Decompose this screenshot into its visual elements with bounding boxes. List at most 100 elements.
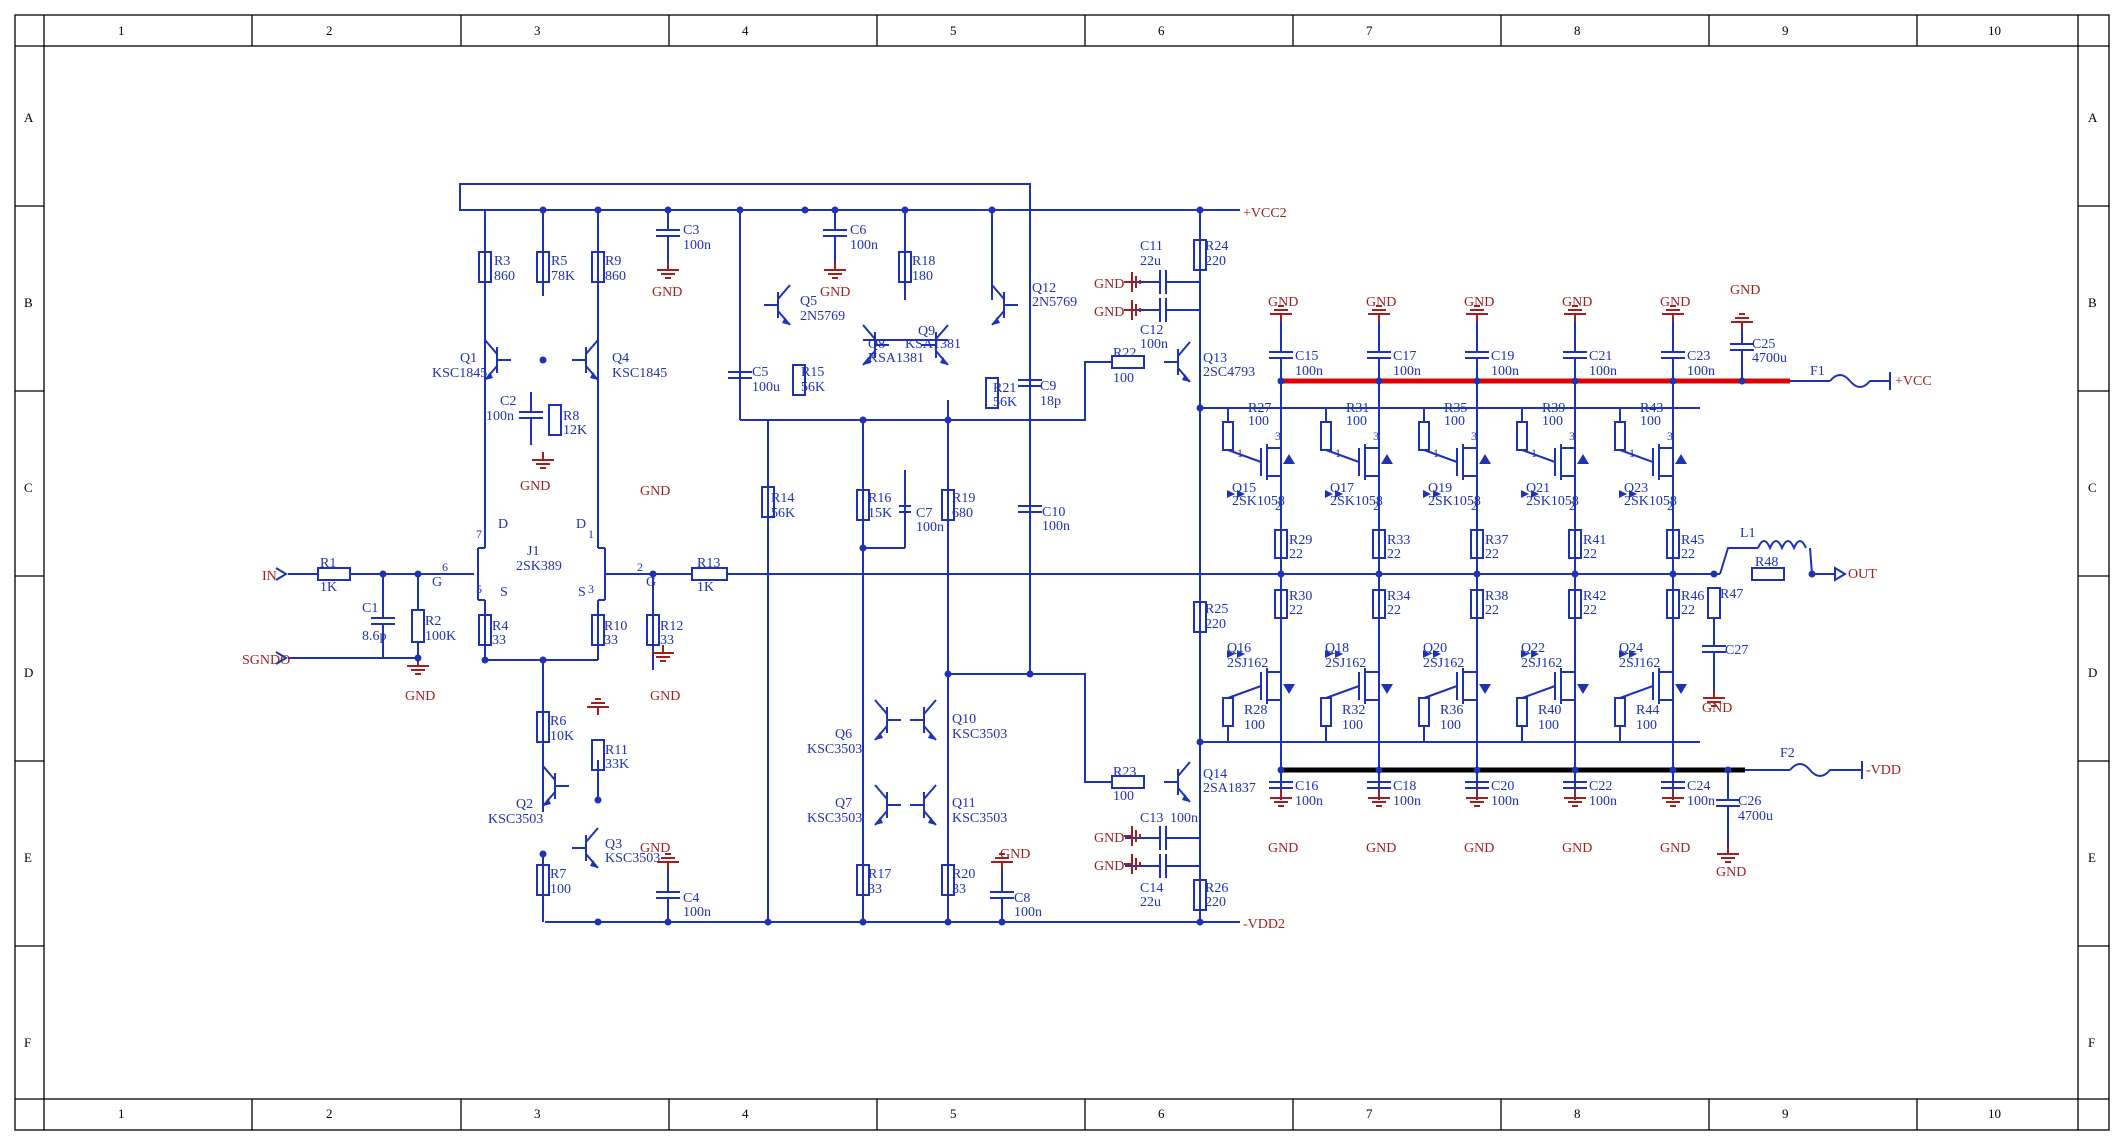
- junction-dot: [414, 570, 422, 578]
- capacitor-c7: [863, 470, 911, 549]
- val-q10: KSC3503: [952, 727, 1007, 742]
- val-c25: 4700u: [1752, 351, 1787, 366]
- output-stage-label: Q19: [1428, 481, 1452, 496]
- junction-dot: [1724, 766, 1732, 774]
- resistor-r17: [856, 864, 870, 896]
- val-r21: 56K: [993, 395, 1017, 410]
- col-label-bottom: 2: [326, 1106, 333, 1121]
- body-diode: [1479, 684, 1491, 694]
- ref-r11: R11: [605, 743, 628, 758]
- ref-r16: R16: [868, 491, 891, 506]
- val-r12: 33: [660, 633, 674, 648]
- resistor-r3: [478, 251, 492, 283]
- pin-number: 3: [1275, 429, 1281, 443]
- resistor-gate-lower: [1222, 697, 1234, 727]
- val-c6: 100n: [850, 238, 878, 253]
- output-stage-label: Q16: [1227, 641, 1251, 656]
- ref-c14: C14: [1140, 881, 1163, 896]
- bjt-arrow: [1182, 374, 1190, 382]
- ref-c7: C7: [916, 506, 932, 521]
- gnd-label: GND: [640, 484, 670, 499]
- net-vcc2: +VCC2: [1243, 206, 1287, 221]
- col-label-bottom: 3: [534, 1106, 541, 1121]
- junction-dot: [1710, 570, 1718, 578]
- gnd-label: GND: [405, 689, 435, 704]
- capacitor-c4: [656, 870, 680, 922]
- gnd-label: GND: [1094, 277, 1124, 292]
- resistor-r9: [591, 251, 605, 283]
- resistor-r1: [317, 567, 351, 581]
- resistor-r4: [478, 614, 492, 646]
- junction-dot: [944, 918, 952, 926]
- output-stage-label: R29: [1289, 533, 1312, 548]
- zener-pair: [1423, 490, 1441, 498]
- bjt-q14: [1164, 761, 1191, 803]
- output-stage-label: 2SJ162: [1325, 656, 1366, 671]
- resistor-r16: [856, 489, 870, 521]
- gnd-label: GND: [520, 479, 550, 494]
- bjt-collector: [585, 827, 599, 843]
- val-r10: 33: [604, 633, 618, 648]
- val-c10: 100n: [1042, 519, 1070, 534]
- val-q14: 2SA1837: [1203, 781, 1256, 796]
- output-stage-label: R35: [1444, 401, 1467, 416]
- ref-c5: C5: [752, 365, 768, 380]
- ref-c25: C25: [1752, 337, 1775, 352]
- output-stage-label: 100: [1636, 718, 1657, 733]
- ref-r14: R14: [771, 491, 794, 506]
- row-label-left: D: [24, 665, 33, 680]
- resistor-gate-lower: [1614, 697, 1626, 727]
- junction-dot: [1196, 918, 1204, 926]
- ref-q1: Q1: [460, 351, 477, 366]
- bjt-collector: [1177, 761, 1191, 777]
- ref-r2: R2: [425, 614, 441, 629]
- val-r24: 220: [1205, 254, 1226, 269]
- output-stage-label: 100: [1248, 414, 1269, 429]
- resistor-r25: [1193, 601, 1207, 633]
- capacitor-c27: [1702, 618, 1726, 690]
- pin-3: 3: [588, 582, 594, 596]
- output-stage-label: R46: [1681, 589, 1704, 604]
- resistor-gate-upper: [1418, 421, 1430, 451]
- zener-pair: [1521, 650, 1539, 658]
- pin-number: 1: [1531, 446, 1537, 460]
- junction-dot: [539, 356, 547, 364]
- resistor-source-upper: [1568, 529, 1582, 559]
- junction-dot: [1026, 670, 1034, 678]
- ref-r9: R9: [605, 254, 621, 269]
- val-c3: 100n: [683, 238, 711, 253]
- output-stage-label: 100: [1440, 718, 1461, 733]
- pin-number: 2: [1667, 499, 1673, 513]
- output-stage-label: 22: [1583, 603, 1597, 618]
- output-stage-label: 2SK1058: [1232, 494, 1285, 509]
- gate-lead: [1325, 685, 1360, 699]
- col-label-bottom: 1: [118, 1106, 125, 1121]
- val-q7: KSC3503: [807, 811, 862, 826]
- output-stage-label: 100n: [1491, 794, 1519, 809]
- pin-number: 2: [1471, 499, 1477, 513]
- ground-icon: [1563, 789, 1587, 807]
- resistor-r47: [1707, 587, 1721, 619]
- row-label-left: E: [24, 850, 32, 865]
- gnd-label: GND: [1268, 841, 1298, 856]
- zener-pair: [1325, 650, 1343, 658]
- pin-number: 2: [1275, 499, 1281, 513]
- output-stage-label: 100n: [1393, 794, 1421, 809]
- fuse-f1: [1829, 374, 1890, 388]
- resistor-r5: [536, 251, 550, 283]
- output-stage-label: R33: [1387, 533, 1410, 548]
- bjt-q3: [572, 827, 599, 869]
- ground-icon: [1661, 789, 1685, 807]
- inner-border: [43, 45, 2079, 1100]
- gate-lead: [1423, 685, 1458, 699]
- output-stage-label: 22: [1583, 547, 1597, 562]
- ref-c26: C26: [1738, 794, 1761, 809]
- bjt-arrow: [590, 372, 598, 380]
- output-stage-label: 2SJ162: [1423, 656, 1464, 671]
- resistor-source-upper: [1470, 529, 1484, 559]
- val-q11: KSC3503: [952, 811, 1007, 826]
- output-stage-label: R28: [1244, 703, 1267, 718]
- ground-icon: [531, 451, 555, 469]
- pin-number: 1: [1335, 446, 1341, 460]
- pin-d-left: D: [498, 517, 508, 532]
